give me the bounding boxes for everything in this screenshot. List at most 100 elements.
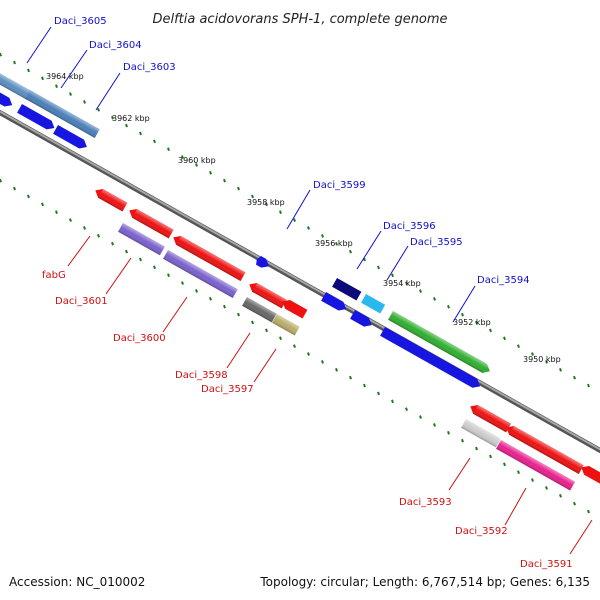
gene-daci-3593-red-long[interactable] — [504, 423, 584, 474]
gene-label[interactable]: Daci_3599 — [313, 180, 366, 191]
tick-mark — [335, 241, 338, 246]
genome-backbone — [0, 109, 600, 454]
gene-daci-3600-purple[interactable] — [163, 250, 238, 298]
gene-label[interactable]: Daci_3603 — [123, 62, 176, 73]
tick-mark — [307, 226, 310, 230]
gene-label[interactable]: Daci_3600 — [113, 333, 166, 344]
gene-label[interactable]: Daci_3595 — [410, 237, 463, 248]
gene-daci-3591[interactable] — [579, 463, 600, 490]
tick-mark — [167, 147, 170, 152]
tick-mark — [0, 52, 2, 57]
gene-label[interactable]: Daci_3593 — [399, 497, 452, 508]
gene-label[interactable]: Daci_3601 — [55, 296, 108, 307]
gene-daci-3595-arrow[interactable] — [350, 310, 374, 330]
gene-daci-3603-arrow-b[interactable] — [53, 125, 89, 151]
gene-label[interactable]: Daci_3598 — [175, 370, 228, 381]
reverse-strand — [93, 186, 600, 491]
kbp-label: 3950 kbp — [523, 355, 561, 364]
tick-mark — [279, 210, 282, 215]
tick-mark — [489, 454, 492, 459]
gene-daci-3596[interactable] — [332, 278, 362, 301]
tick-mark — [531, 352, 534, 356]
tick-mark — [265, 202, 268, 207]
tick-mark — [587, 383, 590, 388]
tick-mark — [13, 186, 16, 191]
tick-mark — [517, 470, 520, 475]
gene-label[interactable]: Daci_3605 — [54, 16, 107, 27]
lower-tick-row — [0, 178, 590, 514]
map-title: Delftia acidovorans SPH-1, complete geno… — [152, 12, 447, 27]
tick-mark — [475, 446, 478, 451]
gene-label[interactable]: fabG — [42, 270, 66, 281]
tick-mark — [195, 289, 198, 293]
tick-mark — [531, 478, 534, 482]
tick-mark — [209, 171, 212, 175]
gene-daci-3597[interactable] — [272, 314, 300, 336]
topology-summary: Topology: circular; Length: 6,767,514 bp… — [259, 575, 590, 589]
gene-daci-3605[interactable] — [0, 62, 33, 101]
tick-mark — [503, 336, 506, 341]
kbp-scale: 3964 kbp 3962 kbp 3960 kbp 3958 kbp 3956… — [46, 72, 561, 364]
tick-mark — [293, 344, 296, 348]
gene-daci-3600[interactable] — [171, 233, 246, 282]
tick-mark — [69, 218, 72, 222]
accession-text: Accession: NC_010002 — [9, 575, 145, 589]
tick-mark — [83, 226, 86, 230]
gene-label[interactable]: Daci_3591 — [520, 559, 573, 570]
tick-mark — [97, 107, 100, 112]
gene-label[interactable]: Daci_3592 — [455, 526, 508, 537]
gene-daci-3598[interactable] — [247, 280, 287, 309]
gene-daci-3593-gray[interactable] — [461, 419, 501, 448]
tick-mark — [293, 218, 296, 222]
gene-label[interactable]: Daci_3594 — [477, 275, 530, 286]
gene-daci-3596-arrow[interactable] — [321, 292, 349, 313]
tick-mark — [27, 68, 30, 73]
tick-mark — [237, 186, 240, 191]
tick-mark — [447, 304, 450, 309]
gene-daci-3594[interactable] — [388, 311, 492, 376]
gene-label[interactable]: Daci_3597 — [201, 384, 254, 395]
gene-red-1[interactable] — [127, 206, 174, 239]
tick-mark — [377, 265, 380, 270]
gene-daci-3603-block[interactable] — [0, 88, 15, 109]
gene-daci-3597-red[interactable] — [280, 297, 308, 319]
gene-daci-3594-arrow[interactable] — [380, 327, 482, 391]
gene-label[interactable]: Daci_3604 — [89, 40, 142, 51]
tick-mark — [517, 344, 520, 349]
tick-mark — [279, 336, 282, 341]
gene-daci-3604[interactable] — [25, 90, 100, 138]
gene-daci-3592[interactable] — [496, 440, 576, 491]
tick-mark — [27, 194, 30, 199]
gene-daci-3593[interactable] — [468, 402, 512, 433]
kbp-label: 3954 kbp — [383, 279, 421, 288]
gene-daci-3603-arrow-a[interactable] — [17, 104, 57, 132]
tick-mark — [363, 383, 366, 388]
tick-mark — [237, 312, 240, 317]
gene-daci-3598-gray[interactable] — [242, 297, 277, 323]
gene-daci-3595[interactable] — [361, 294, 386, 314]
tick-mark — [321, 360, 324, 364]
gene-labels: Daci_3605 Daci_3604 Daci_3603 Daci_3599 … — [42, 16, 573, 570]
gene-label[interactable]: Daci_3596 — [383, 221, 436, 232]
tick-mark — [153, 139, 156, 144]
tick-mark — [489, 328, 492, 333]
tick-mark — [377, 391, 380, 396]
tick-mark — [405, 407, 408, 411]
tick-mark — [139, 257, 142, 262]
tick-mark — [335, 367, 338, 372]
tick-mark — [209, 297, 212, 301]
tick-mark — [125, 123, 128, 128]
tick-mark — [349, 375, 352, 380]
tick-mark — [111, 241, 114, 246]
gene-daci-3601[interactable] — [118, 223, 165, 256]
tick-mark — [55, 210, 58, 214]
tick-mark — [69, 92, 72, 96]
forward-strand — [0, 62, 492, 391]
kbp-label: 3964 kbp — [46, 72, 84, 81]
tick-mark — [97, 233, 100, 238]
tick-mark — [405, 281, 408, 285]
tick-mark — [391, 273, 394, 278]
tick-mark — [475, 320, 478, 325]
gene-daci-3599[interactable] — [254, 255, 271, 271]
gene-fabg[interactable] — [93, 186, 128, 212]
